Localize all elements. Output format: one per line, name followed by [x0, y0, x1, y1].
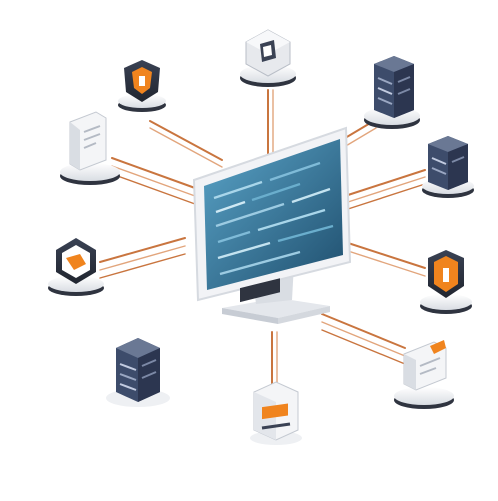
- server-rack-icon: [374, 56, 414, 118]
- wire-to-shield-left: [99, 237, 186, 279]
- shield-right-node: [420, 250, 472, 314]
- document-icon: [69, 111, 107, 171]
- wire-to-hub-top: [267, 89, 274, 156]
- wire-to-document-left: [111, 157, 196, 205]
- wire-to-folder-bottom-right: [321, 313, 406, 365]
- shield-top-left-node: [118, 60, 166, 112]
- shield-icon: [56, 238, 96, 284]
- server-top-right-node: [364, 56, 420, 129]
- folder-icon: [403, 340, 447, 391]
- server-right-node: [422, 136, 474, 198]
- badge-bottom-node: [250, 381, 302, 445]
- badge-icon: [253, 381, 299, 441]
- central-monitor: [192, 126, 352, 324]
- folder-bottom-right-node: [394, 340, 454, 409]
- wire-to-shield-top-left: [149, 120, 223, 168]
- shield-icon: [428, 250, 464, 298]
- document-left-node: [60, 111, 120, 185]
- shield-left-node: [48, 238, 104, 296]
- hub-top-node: [240, 29, 296, 87]
- server-rack-icon: [116, 338, 160, 402]
- wire-to-server-right: [347, 169, 426, 210]
- server-rack-icon: [428, 136, 468, 190]
- server-bottom-left-node: [106, 338, 170, 407]
- screen-code-lines: [213, 161, 334, 276]
- wire-to-badge-bottom: [271, 331, 278, 386]
- shield-icon: [124, 60, 160, 102]
- cube-hub-icon: [245, 29, 291, 77]
- wire-to-shield-right: [344, 241, 426, 277]
